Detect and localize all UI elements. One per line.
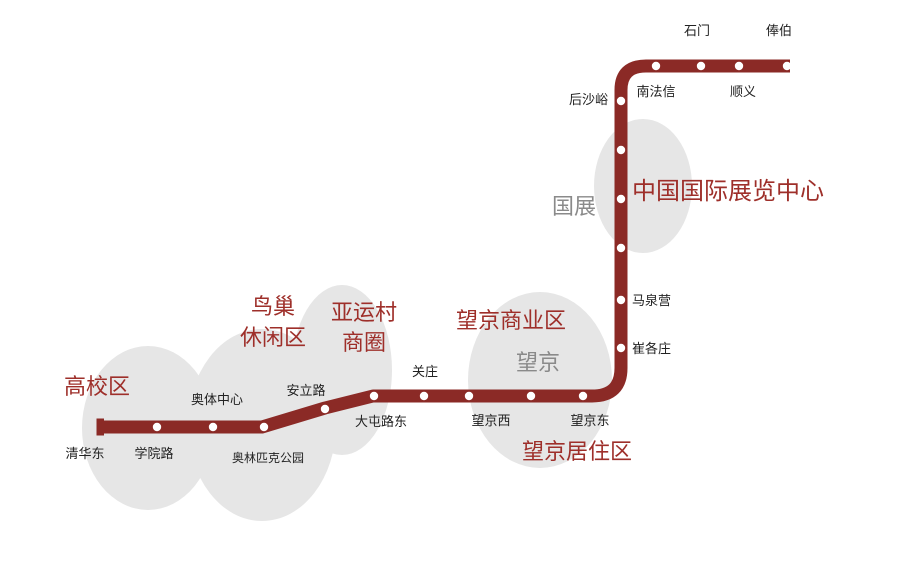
subway-line-path [98, 59, 790, 434]
station-label-wangjingdong[interactable]: 望京东 [570, 413, 609, 429]
station-dot-guozhan-1[interactable] [616, 243, 626, 253]
station-dot-maquanying[interactable] [616, 295, 626, 305]
station-label-shunyi[interactable]: 顺义 [730, 85, 756, 100]
station-label-cuigezhuang[interactable]: 崔各庄 [632, 341, 671, 357]
station-dot-nanfaxin[interactable] [651, 61, 661, 71]
station-dot-anlilu[interactable] [320, 404, 330, 414]
zone-label-guozhan: 国展 [552, 195, 596, 220]
station-dot-aolinpikegongyuan[interactable] [259, 422, 269, 432]
station-label-guanzhuang[interactable]: 关庄 [412, 364, 438, 380]
station-label-aolinpikegongyuan[interactable]: 奥林匹克公园 [232, 451, 304, 465]
zone-label-yayuncun-line2: 商圈 [342, 331, 386, 356]
station-label-qinghuadong[interactable]: 清华东 [65, 447, 104, 462]
station-dot-wangjing[interactable] [526, 391, 536, 401]
station-dot-aotizhongxin[interactable] [208, 422, 218, 432]
line-terminal-west [96, 418, 104, 436]
station-label-aotizhongxin[interactable]: 奥体中心 [191, 393, 243, 408]
station-label-wangjingxi[interactable]: 望京西 [471, 413, 510, 429]
station-dot-wangjingxi[interactable] [464, 391, 474, 401]
station-dot-guozhan-2[interactable] [616, 194, 626, 204]
station-label-fengbo[interactable]: 俸伯 [766, 24, 792, 39]
zone-circle-wangjing [468, 292, 612, 468]
station-dot-cuigezhuang[interactable] [616, 343, 626, 353]
zone-label-wangjing-business: 望京商业区 [456, 309, 566, 334]
station-dot-datunludong[interactable] [369, 391, 379, 401]
zone-label-cniec: 中国国际展览中心 [632, 177, 824, 205]
station-dot-fengbo[interactable] [782, 61, 792, 71]
zone-label-niaochao-line2: 休闲区 [240, 326, 306, 351]
station-label-xueyuanlu[interactable]: 学院路 [134, 446, 173, 462]
station-dot-wangjingdong[interactable] [578, 391, 588, 401]
zone-label-wangjing: 望京 [516, 351, 560, 376]
station-dot-shimen[interactable] [696, 61, 706, 71]
station-dot-houshayu[interactable] [616, 96, 626, 106]
zone-label-wangjing-residential: 望京居住区 [522, 440, 632, 465]
station-label-maquanying[interactable]: 马泉营 [632, 293, 671, 309]
station-dot-shunyi[interactable] [734, 61, 744, 71]
station-label-datunludong[interactable]: 大屯路东 [355, 414, 407, 430]
station-labels: 清华东 学院路 奥体中心 奥林匹克公园 安立路 大屯路东 关庄 望京西 望京东 … [65, 24, 792, 465]
station-label-houshayu[interactable]: 后沙峪 [569, 93, 608, 108]
station-dot-guozhan-3[interactable] [616, 145, 626, 155]
station-dot-xueyuanlu[interactable] [152, 422, 162, 432]
zone-labels: 高校区 鸟巢 休闲区 亚运村 商圈 望京商业区 望京 望京居住区 国展 中国国际… [64, 177, 824, 465]
zone-label-niaochao-line1: 鸟巢 [251, 295, 295, 320]
station-label-nanfaxin[interactable]: 南法信 [636, 84, 675, 100]
station-label-anlilu[interactable]: 安立路 [286, 383, 325, 399]
station-dot-guanzhuang[interactable] [419, 391, 429, 401]
zone-label-gaoxiaoqu: 高校区 [64, 375, 130, 400]
zone-label-yayuncun-line1: 亚运村 [331, 301, 397, 326]
station-dots [152, 61, 792, 432]
station-label-shimen[interactable]: 石门 [684, 24, 710, 39]
